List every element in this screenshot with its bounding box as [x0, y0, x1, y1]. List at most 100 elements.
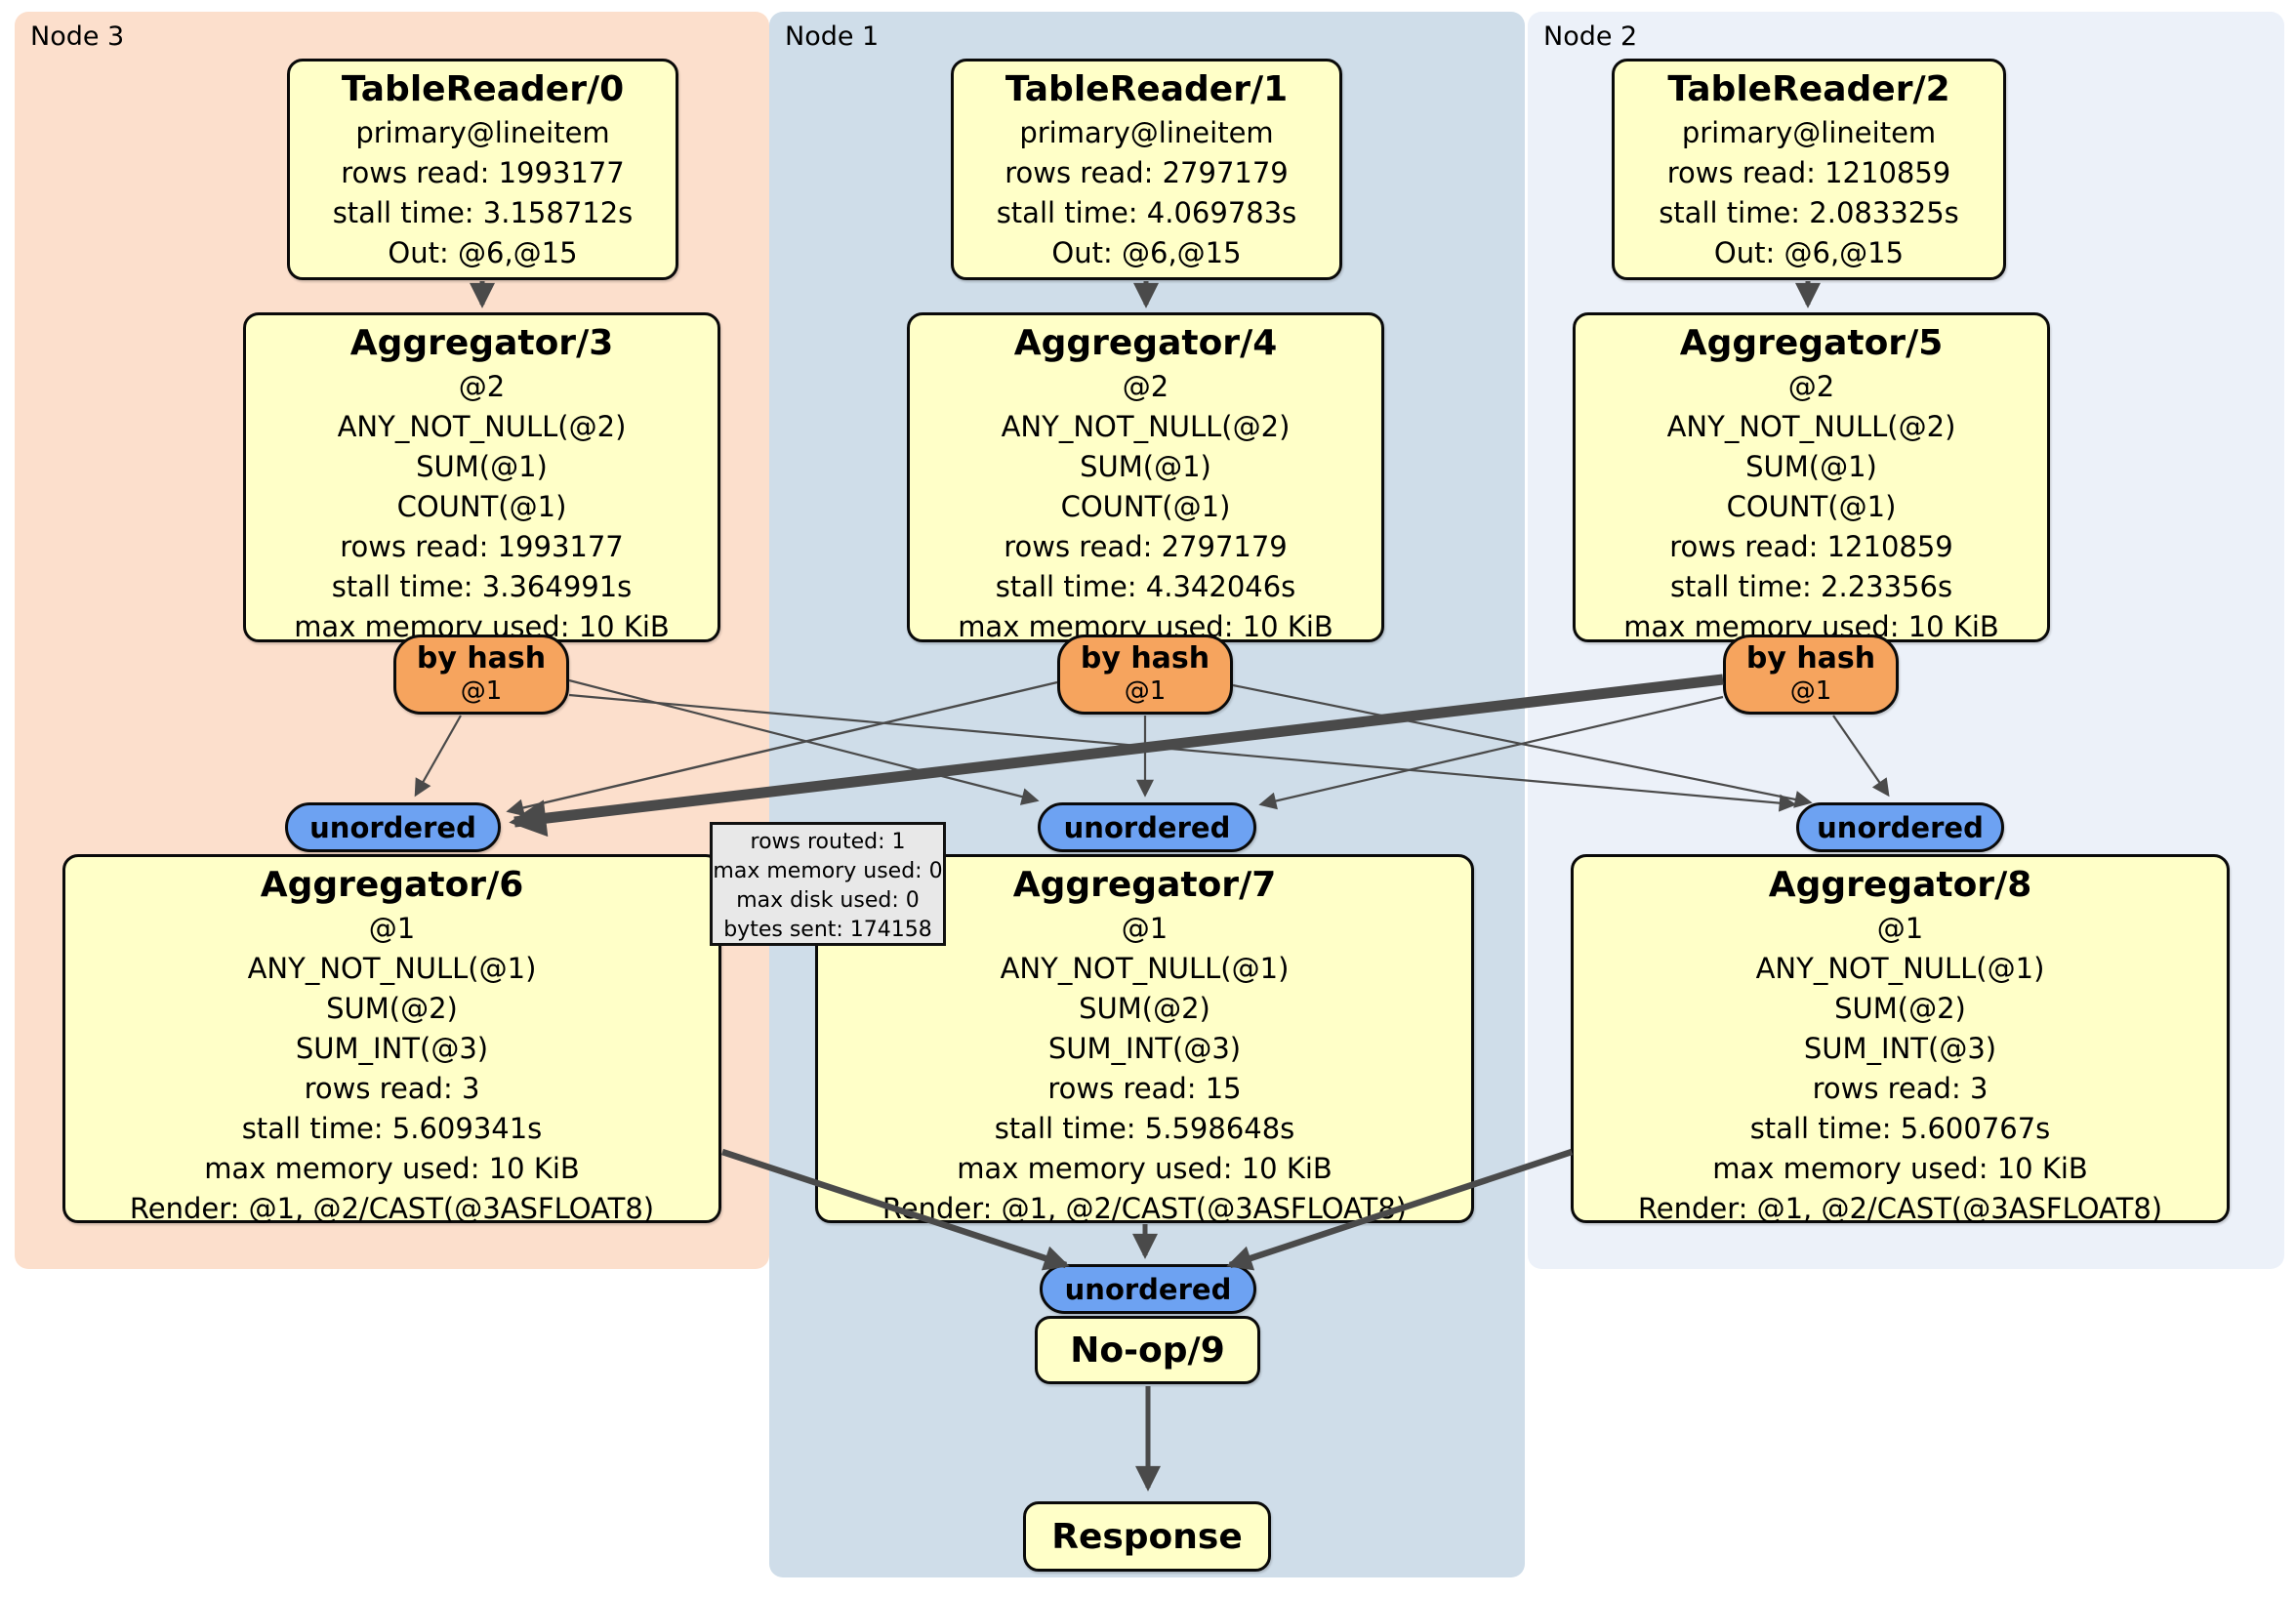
processor-title: Aggregator/7	[1012, 865, 1277, 905]
processor-title: TableReader/1	[1004, 69, 1289, 109]
processor-title: TableReader/2	[1667, 69, 1950, 109]
processor-detail: ANY_NOT_NULL(@2)	[1001, 410, 1291, 443]
processor-detail: ANY_NOT_NULL(@2)	[337, 410, 627, 443]
router-key: @1	[1124, 676, 1167, 706]
processor-detail: Out: @6,@15	[1713, 236, 1905, 269]
processor-detail: rows read: 1993177	[340, 530, 624, 563]
processor-detail: @2	[458, 370, 506, 403]
processor-detail: max memory used: 10 KiB	[957, 1152, 1332, 1185]
processor-response[interactable]: Response	[1023, 1501, 1271, 1572]
processor-detail: SUM(@2)	[326, 992, 458, 1025]
processor-detail: primary@lineitem	[1019, 116, 1274, 149]
processor-title: Response	[1051, 1516, 1243, 1557]
processor-detail: SUM(@1)	[1080, 450, 1211, 483]
sync-label: unordered	[309, 810, 476, 844]
processor-detail: SUM_INT(@3)	[295, 1032, 489, 1065]
processor-tablereader-1[interactable]: TableReader/1 primary@lineitem rows read…	[951, 59, 1342, 280]
tooltip-line: max memory used: 0	[713, 859, 943, 883]
processor-detail: rows read: 1210859	[1669, 530, 1953, 563]
processor-tablereader-2[interactable]: TableReader/2 primary@lineitem rows read…	[1612, 59, 2006, 280]
processor-detail: stall time: 4.342046s	[995, 570, 1296, 603]
processor-detail: SUM(@2)	[1079, 992, 1210, 1025]
processor-detail: stall time: 5.600767s	[1749, 1112, 2051, 1145]
processor-detail: rows read: 2797179	[1004, 156, 1289, 189]
processor-detail: SUM_INT(@3)	[1047, 1032, 1242, 1065]
processor-detail: @1	[368, 912, 416, 945]
processor-detail: ANY_NOT_NULL(@2)	[1666, 410, 1956, 443]
processor-detail: Render: @1, @2/CAST(@3ASFLOAT8)	[882, 1192, 1408, 1225]
processor-detail: rows read: 3	[1812, 1072, 1988, 1105]
processor-tablereader-0[interactable]: TableReader/0 primary@lineitem rows read…	[287, 59, 678, 280]
processor-detail: stall time: 2.23356s	[1669, 570, 1953, 603]
tooltip-line: bytes sent: 174158	[723, 918, 932, 942]
processor-detail: stall time: 5.598648s	[994, 1112, 1295, 1145]
processor-detail: @1	[1121, 912, 1168, 945]
router-by-hash-node1[interactable]: by hash @1	[1057, 635, 1233, 715]
processor-detail: SUM(@1)	[1745, 450, 1877, 483]
processor-aggregator-8[interactable]: Aggregator/8 @1 ANY_NOT_NULL(@1) SUM(@2)…	[1571, 854, 2230, 1225]
processor-detail: @2	[1122, 370, 1169, 403]
processor-noop-9[interactable]: No-op/9	[1035, 1316, 1260, 1384]
processor-detail: COUNT(@1)	[396, 490, 567, 523]
node2-label: Node 2	[1543, 21, 1638, 52]
router-key: @1	[1789, 676, 1832, 706]
processor-title: Aggregator/4	[1013, 323, 1278, 363]
processor-detail: stall time: 3.158712s	[332, 196, 634, 229]
node3-label: Node 3	[30, 21, 125, 52]
processor-detail: @2	[1787, 370, 1835, 403]
processor-aggregator-4[interactable]: Aggregator/4 @2 ANY_NOT_NULL(@2) SUM(@1)…	[907, 312, 1384, 643]
processor-detail: COUNT(@1)	[1726, 490, 1897, 523]
processor-detail: stall time: 3.364991s	[331, 570, 633, 603]
router-label: by hash	[416, 641, 547, 676]
processor-detail: stall time: 5.609341s	[241, 1112, 543, 1145]
processor-detail: SUM(@1)	[416, 450, 548, 483]
processor-aggregator-5[interactable]: Aggregator/5 @2 ANY_NOT_NULL(@2) SUM(@1)…	[1573, 312, 2050, 643]
processor-title: Aggregator/5	[1679, 323, 1944, 363]
processor-title: No-op/9	[1070, 1330, 1225, 1371]
processor-detail: stall time: 4.069783s	[996, 196, 1297, 229]
sync-unordered-node3[interactable]: unordered	[285, 802, 501, 852]
processor-title: Aggregator/3	[349, 323, 614, 363]
processor-title: TableReader/0	[341, 69, 625, 109]
router-by-hash-node2[interactable]: by hash @1	[1723, 635, 1899, 715]
processor-detail: COUNT(@1)	[1060, 490, 1231, 523]
router-label: by hash	[1745, 641, 1876, 676]
edge-stats-tooltip: rows routed: 1 max memory used: 0 max di…	[710, 822, 946, 946]
processor-detail: ANY_NOT_NULL(@1)	[247, 952, 537, 985]
sync-unordered-final[interactable]: unordered	[1040, 1264, 1256, 1314]
processor-detail: @1	[1876, 912, 1924, 945]
processor-detail: max memory used: 10 KiB	[204, 1152, 580, 1185]
sync-unordered-node2[interactable]: unordered	[1796, 802, 2004, 852]
processor-detail: rows read: 2797179	[1004, 530, 1288, 563]
processor-aggregator-6[interactable]: Aggregator/6 @1 ANY_NOT_NULL(@1) SUM(@2)…	[62, 854, 721, 1225]
node1-label: Node 1	[785, 21, 880, 52]
processor-detail: SUM_INT(@3)	[1803, 1032, 1997, 1065]
processor-detail: stall time: 2.083325s	[1659, 196, 1959, 229]
tooltip-line: max disk used: 0	[736, 888, 920, 913]
tooltip-line: rows routed: 1	[750, 830, 906, 854]
processor-aggregator-3[interactable]: Aggregator/3 @2 ANY_NOT_NULL(@2) SUM(@1)…	[243, 312, 720, 643]
processor-detail: rows read: 1210859	[1666, 156, 1951, 189]
sync-label: unordered	[1064, 1272, 1232, 1306]
processor-detail: primary@lineitem	[1681, 116, 1937, 149]
router-by-hash-node3[interactable]: by hash @1	[393, 635, 569, 715]
sync-label: unordered	[1063, 810, 1231, 844]
processor-detail: Out: @6,@15	[388, 236, 578, 269]
processor-title: Aggregator/8	[1768, 865, 2032, 905]
processor-detail: max memory used: 10 KiB	[1712, 1152, 2088, 1185]
processor-detail: Out: @6,@15	[1051, 236, 1242, 269]
router-label: by hash	[1080, 641, 1210, 676]
processor-detail: rows read: 1993177	[341, 156, 625, 189]
processor-detail: ANY_NOT_NULL(@1)	[1000, 952, 1290, 985]
processor-detail: ANY_NOT_NULL(@1)	[1755, 952, 2045, 985]
processor-detail: rows read: 3	[304, 1072, 480, 1105]
processor-detail: SUM(@2)	[1834, 992, 1966, 1025]
processor-title: Aggregator/6	[260, 865, 524, 905]
processor-detail: rows read: 15	[1047, 1072, 1242, 1105]
sync-label: unordered	[1817, 810, 1984, 844]
processor-detail: Render: @1, @2/CAST(@3ASFLOAT8)	[129, 1192, 655, 1225]
processor-detail: Render: @1, @2/CAST(@3ASFLOAT8)	[1637, 1192, 2163, 1225]
router-key: @1	[460, 676, 503, 706]
sync-unordered-node1[interactable]: unordered	[1038, 802, 1256, 852]
